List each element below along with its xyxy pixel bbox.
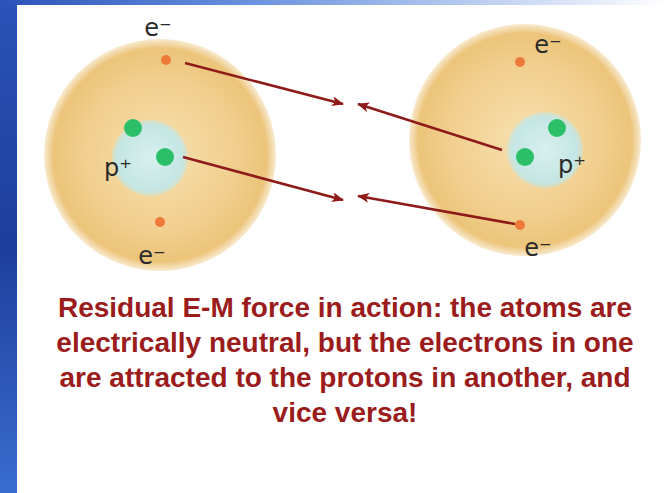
proton-label: p⁺ (104, 156, 132, 180)
nucleus: p⁺ (507, 112, 583, 188)
proton-dot (124, 119, 142, 137)
label-holder: e⁻ (138, 244, 165, 268)
slide-border-left (0, 0, 17, 493)
atom: e⁻e⁻p⁺ (44, 39, 276, 271)
electron-label: e⁻ (144, 16, 171, 40)
label-holder: p⁺ (104, 156, 132, 180)
proton-label: p⁺ (558, 153, 586, 177)
proton-dot (156, 148, 174, 166)
atom-circle (44, 39, 276, 271)
label-holder: p⁺ (558, 153, 586, 177)
atom-circle (409, 24, 641, 256)
electron-label: e⁻ (534, 33, 561, 57)
caption: Residual E-M force in action: the atoms … (40, 290, 650, 430)
label-holder: e⁻ (534, 33, 561, 57)
electron-dot (515, 57, 525, 67)
proton-dot (548, 119, 566, 137)
proton-dot (516, 148, 534, 166)
electron-dot (155, 217, 165, 227)
atom-shape (409, 24, 641, 256)
atom: e⁻e⁻p⁺ (409, 24, 641, 256)
atom-shape (44, 39, 276, 271)
label-holder: e⁻ (144, 16, 171, 40)
electron-label: e⁻ (524, 236, 551, 260)
electron-label: e⁻ (138, 244, 165, 268)
slide-border-top (0, 0, 668, 5)
nucleus: p⁺ (112, 120, 188, 196)
electron-dot (161, 55, 171, 65)
label-holder: e⁻ (524, 236, 551, 260)
caption-holder: Residual E-M force in action: the atoms … (40, 290, 650, 430)
electron-dot (515, 220, 525, 230)
